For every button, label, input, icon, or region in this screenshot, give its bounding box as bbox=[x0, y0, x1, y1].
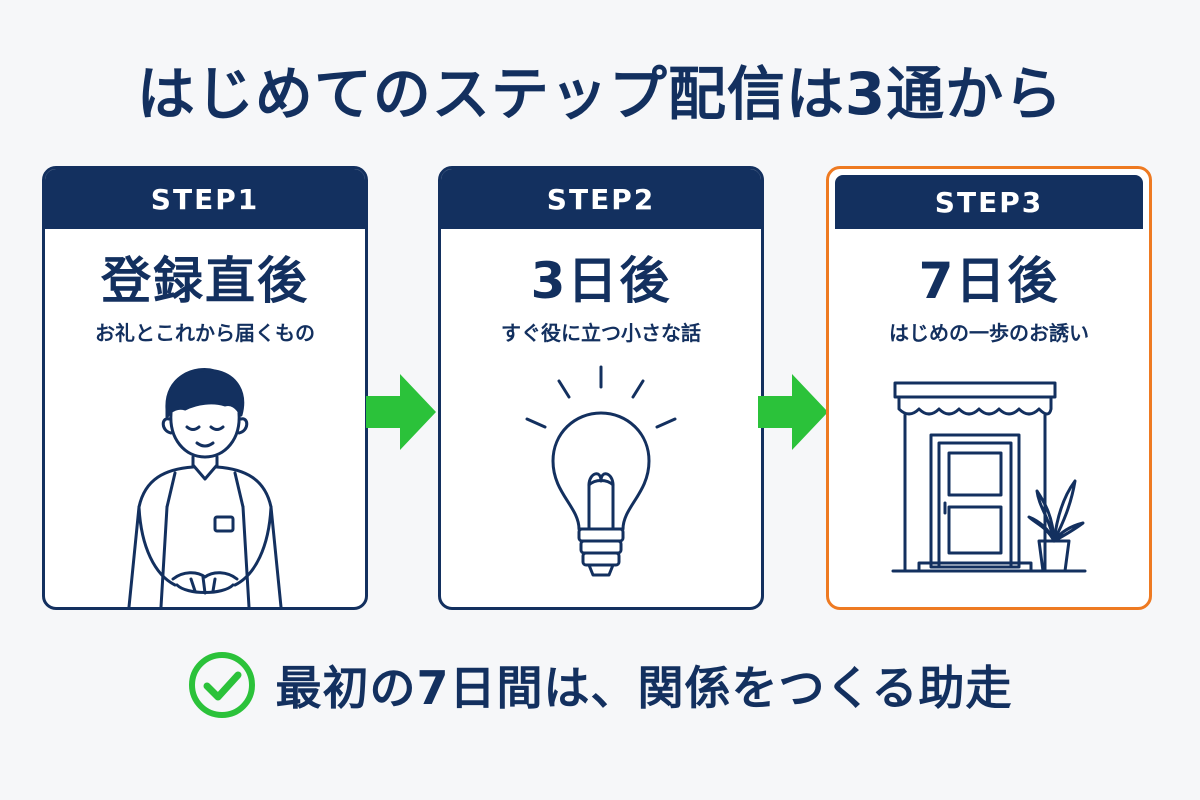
footer-text: 最初の7日間は、関係をつくる助走 bbox=[275, 661, 1013, 715]
bowing-person-icon bbox=[45, 357, 365, 607]
step-card-3: STEP3 7日後 はじめの一歩のお誘い bbox=[826, 166, 1152, 610]
step-label: STEP2 bbox=[441, 169, 761, 229]
step-label: STEP1 bbox=[45, 169, 365, 229]
lightbulb-icon bbox=[441, 357, 761, 607]
step-card-2: STEP2 3日後 すぐ役に立つ小さな話 bbox=[438, 166, 764, 610]
step-timing: 3日後 bbox=[530, 252, 672, 310]
step-description: すぐ役に立つ小さな話 bbox=[501, 321, 701, 345]
step-description: はじめの一歩のお誘い bbox=[889, 321, 1089, 345]
step-timing: 7日後 bbox=[918, 252, 1060, 310]
step-timing: 登録直後 bbox=[101, 252, 309, 310]
step-description: お礼とこれから届くもの bbox=[95, 321, 315, 345]
page-title: はじめてのステップ配信は3通から bbox=[136, 60, 1064, 128]
step-card-1: STEP1 登録直後 お礼とこれから届くもの bbox=[42, 166, 368, 610]
footer-message: 最初の7日間は、関係をつくる助走 bbox=[0, 650, 1200, 720]
check-circle-icon bbox=[189, 652, 256, 718]
step-label: STEP3 bbox=[835, 175, 1143, 229]
arrow-right-icon bbox=[366, 374, 436, 454]
shop-storefront-icon bbox=[829, 357, 1149, 607]
arrow-right-icon bbox=[758, 374, 828, 454]
